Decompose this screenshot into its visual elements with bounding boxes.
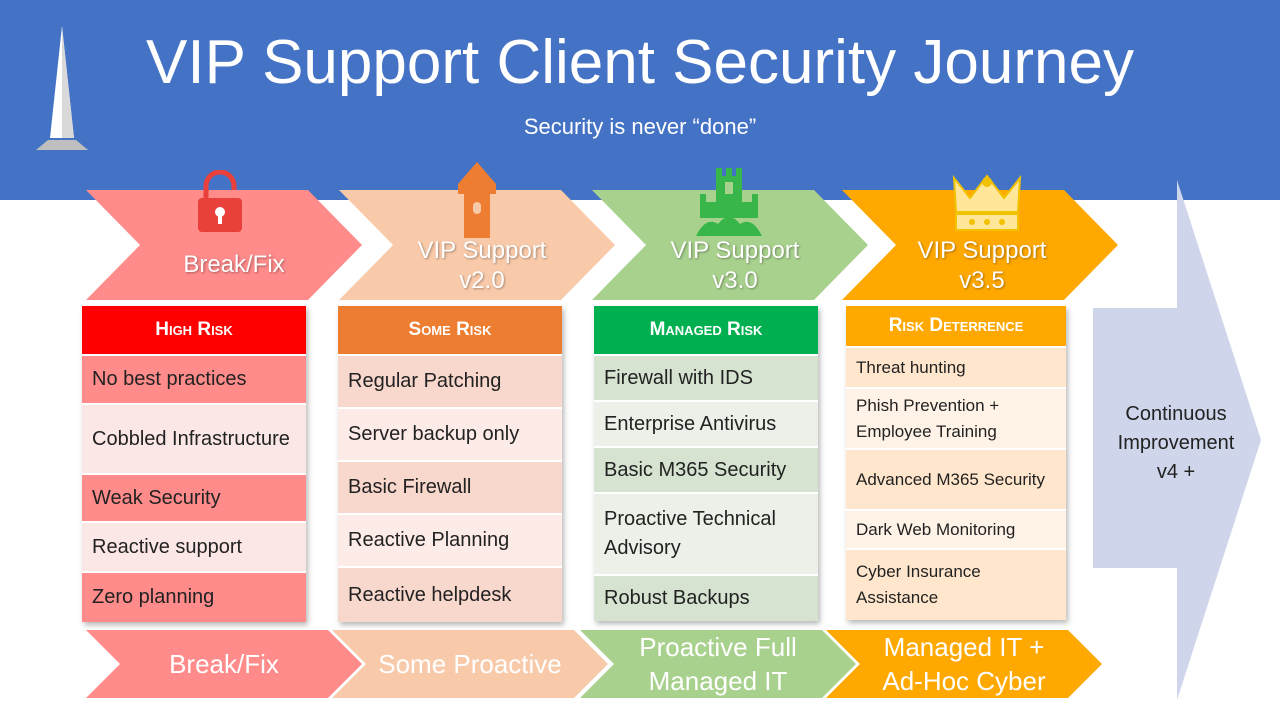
stage-chevron-v3: VIP Support v3.0 — [592, 190, 868, 300]
castle-icon — [696, 168, 762, 236]
stage-chevron-break-fix: Break/Fix — [86, 190, 362, 300]
header-banner — [0, 0, 1280, 200]
column-heading: Some Risk — [338, 306, 562, 356]
stage-label: VIP Support v3.0 — [670, 237, 800, 294]
list-item: Cobbled Infrastructure — [82, 405, 306, 475]
page-title: VIP Support Client Security Journey — [146, 28, 1134, 97]
list-item: Phish Prevention + Employee Training — [846, 389, 1066, 450]
risk-column-high: High Risk No best practices Cobbled Infr… — [82, 306, 306, 622]
outcome-label: Some Proactive — [378, 649, 562, 679]
list-item: Weak Security — [82, 475, 306, 523]
page-subtitle: Security is never “done” — [523, 114, 757, 139]
list-item: Firewall with IDS — [594, 356, 818, 402]
list-item: Advanced M365 Security — [846, 450, 1066, 511]
crown-icon — [952, 174, 1022, 231]
outcome-label: Managed IT + Ad-Hoc Cyber — [882, 632, 1046, 696]
spire-logo-icon — [36, 26, 88, 150]
list-item: Cyber Insurance Assistance — [846, 550, 1066, 620]
list-item: Server backup only — [338, 409, 562, 462]
watchtower-icon — [458, 162, 496, 238]
outcome-chevron-managed-cyber: Managed IT + Ad-Hoc Cyber — [826, 630, 1102, 698]
list-item: Dark Web Monitoring — [846, 511, 1066, 550]
outcome-chevron-full-managed: Proactive Full Managed IT — [580, 630, 856, 698]
stage-label: Break/Fix — [183, 251, 285, 278]
list-item: Reactive helpdesk — [338, 568, 562, 622]
column-heading: High Risk — [82, 306, 306, 356]
column-heading: Managed Risk — [594, 306, 818, 356]
list-item: Regular Patching — [338, 356, 562, 409]
list-item: Basic Firewall — [338, 462, 562, 515]
continuous-improvement-label: Continuous Improvement v4 + — [1117, 403, 1235, 483]
list-item: Robust Backups — [594, 576, 818, 621]
stage-label: VIP Support v2.0 — [417, 237, 547, 294]
list-item: Threat hunting — [846, 348, 1066, 389]
list-item: Reactive Planning — [338, 515, 562, 568]
outcome-label: Proactive Full Managed IT — [639, 632, 797, 696]
outcome-label: Break/Fix — [169, 649, 279, 679]
stage-chevron-v35: VIP Support v3.5 — [842, 190, 1118, 300]
list-item: Proactive Technical Advisory — [594, 494, 818, 576]
outcome-chevron-break-fix: Break/Fix — [86, 630, 362, 698]
outcome-chevron-some-proactive: Some Proactive — [332, 630, 608, 698]
list-item: No best practices — [82, 356, 306, 405]
risk-column-some: Some Risk Regular Patching Server backup… — [338, 306, 562, 622]
stage-label: VIP Support v3.5 — [917, 237, 1047, 294]
list-item: Enterprise Antivirus — [594, 402, 818, 448]
column-heading: Risk Deterrence — [846, 306, 1066, 348]
continuous-improvement-arrow — [1093, 180, 1261, 700]
open-padlock-icon — [198, 170, 242, 232]
risk-column-deterrence: Risk Deterrence Threat hunting Phish Pre… — [846, 306, 1066, 620]
list-item: Reactive support — [82, 523, 306, 573]
list-item: Basic M365 Security — [594, 448, 818, 494]
list-item: Zero planning — [82, 573, 306, 622]
risk-column-managed: Managed Risk Firewall with IDS Enterpris… — [594, 306, 818, 621]
stage-chevron-v2: VIP Support v2.0 — [339, 190, 615, 300]
